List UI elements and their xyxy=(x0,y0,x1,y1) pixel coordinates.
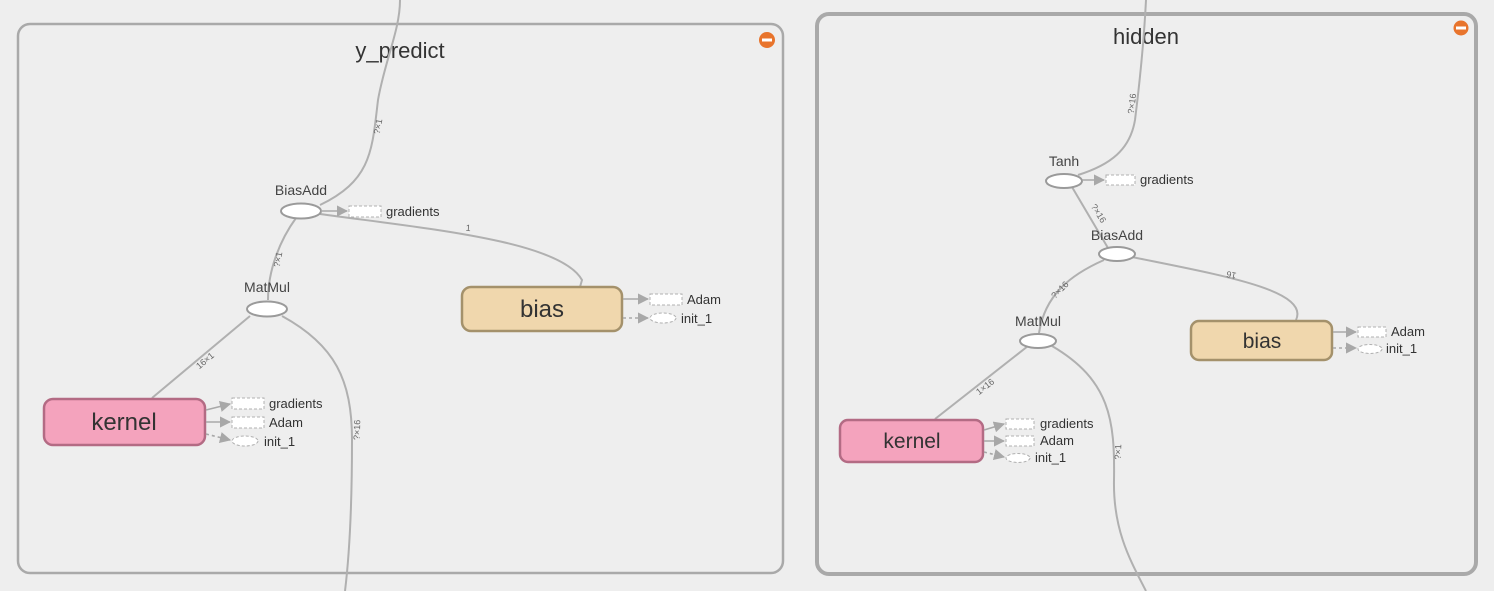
aux-label: Adam xyxy=(1391,324,1425,339)
bias-box xyxy=(1189,319,1334,362)
edge-matmul-biasadd xyxy=(267,217,297,301)
aux-label: Adam xyxy=(1040,433,1074,448)
tanh-gradients[interactable]: gradients xyxy=(1082,172,1194,187)
summary-node xyxy=(1005,418,1035,430)
panel-hidden-frame xyxy=(815,12,1478,576)
edge-label: ?×16 xyxy=(352,420,363,441)
summary-node xyxy=(231,435,259,447)
aux-edge xyxy=(205,401,232,412)
edge-bias-biasadd xyxy=(319,213,584,288)
summary-node xyxy=(649,293,683,306)
edge-input-matmul xyxy=(1051,345,1147,591)
aux-edge xyxy=(983,421,1006,433)
kernel-label: kernel xyxy=(91,409,156,436)
op-ellipse xyxy=(280,202,322,220)
summary-node xyxy=(231,397,265,410)
aux-label: gradients xyxy=(269,396,323,411)
edge-label: ?×1 xyxy=(272,251,285,268)
matmul-label: MatMul xyxy=(1015,313,1061,329)
bias-node[interactable]: bias xyxy=(460,285,624,333)
aux-label: init_1 xyxy=(1035,450,1066,465)
aux-label: init_1 xyxy=(681,311,712,326)
matmul-node[interactable]: MatMul xyxy=(244,279,290,318)
panel-title: y_predict xyxy=(355,38,444,63)
matmul-node[interactable]: MatMul xyxy=(1015,313,1061,349)
edge-biasadd-tanh xyxy=(1071,186,1109,249)
edge-bias-biasadd xyxy=(1131,256,1299,321)
op-ellipse xyxy=(246,300,288,318)
biasadd-gradients[interactable]: gradients xyxy=(321,204,440,219)
bias-init[interactable]: init_1 xyxy=(623,311,712,326)
tanh-label: Tanh xyxy=(1049,153,1079,169)
edge-label: 16 xyxy=(1225,269,1237,281)
kernel-adam[interactable]: Adam xyxy=(206,415,303,430)
edge-label: ?×1 xyxy=(1113,444,1124,460)
edge-output xyxy=(319,0,401,206)
bias-adam[interactable]: Adam xyxy=(1333,324,1425,339)
biasadd-node[interactable]: BiasAdd xyxy=(1091,227,1143,262)
matmul-label: MatMul xyxy=(244,279,290,295)
summary-node xyxy=(1005,453,1031,463)
summary-node xyxy=(1005,435,1035,447)
summary-node xyxy=(1357,326,1387,338)
kernel-label: kernel xyxy=(883,430,940,453)
kernel-init[interactable]: init_1 xyxy=(983,449,1066,465)
summary-node xyxy=(1357,344,1383,354)
panel-y-predict[interactable]: y_predict ?×1 1 ?×1 16×1 ?×16 BiasAdd gr… xyxy=(16,0,785,591)
op-ellipse xyxy=(1045,173,1083,189)
edge-label: 1 xyxy=(465,223,471,233)
edge-output xyxy=(1077,0,1147,176)
edge-label: ?×16 xyxy=(1126,93,1138,114)
edge-kernel-matmul xyxy=(151,315,251,399)
aux-label: Adam xyxy=(687,292,721,307)
bias-node[interactable]: bias xyxy=(1189,319,1334,362)
minus-circle-icon[interactable] xyxy=(759,32,775,48)
aux-label: gradients xyxy=(1040,416,1094,431)
summary-node xyxy=(649,312,677,324)
op-ellipse xyxy=(1098,246,1136,262)
aux-label: Adam xyxy=(269,415,303,430)
aux-label: gradients xyxy=(386,204,440,219)
bias-label: bias xyxy=(520,296,564,323)
panel-hidden[interactable]: hidden ?×16 ?×16 16 ?×16 1×16 ?×1 Tanh g… xyxy=(815,0,1478,591)
edge-kernel-matmul xyxy=(934,345,1029,420)
bias-box xyxy=(460,285,624,333)
summary-node xyxy=(1105,174,1136,186)
edge-label: ?×1 xyxy=(372,118,385,135)
biasadd-label: BiasAdd xyxy=(1091,227,1143,243)
kernel-box xyxy=(838,418,985,464)
tanh-node[interactable]: Tanh xyxy=(1045,153,1083,189)
summary-node xyxy=(348,205,382,218)
bias-adam[interactable]: Adam xyxy=(623,292,721,307)
summary-node xyxy=(231,416,265,429)
kernel-node[interactable]: kernel xyxy=(838,418,985,464)
panel-y-predict-frame xyxy=(16,22,785,575)
edge-input-matmul xyxy=(281,315,354,591)
kernel-node[interactable]: kernel xyxy=(42,397,207,447)
bias-init[interactable]: init_1 xyxy=(1333,341,1417,356)
kernel-box xyxy=(42,397,207,447)
kernel-gradients[interactable]: gradients xyxy=(983,416,1094,433)
kernel-gradients[interactable]: gradients xyxy=(205,396,323,412)
aux-label: init_1 xyxy=(264,434,295,449)
kernel-adam[interactable]: Adam xyxy=(984,433,1074,448)
edge-matmul-biasadd xyxy=(1038,259,1105,334)
aux-label: init_1 xyxy=(1386,341,1417,356)
bias-label: bias xyxy=(1243,330,1282,353)
kernel-init[interactable]: init_1 xyxy=(205,432,295,449)
biasadd-label: BiasAdd xyxy=(275,182,327,198)
minus-circle-icon[interactable] xyxy=(1453,20,1469,36)
aux-label: gradients xyxy=(1140,172,1194,187)
op-ellipse xyxy=(1019,333,1057,349)
aux-edge xyxy=(205,432,232,443)
panel-title: hidden xyxy=(1113,24,1179,49)
